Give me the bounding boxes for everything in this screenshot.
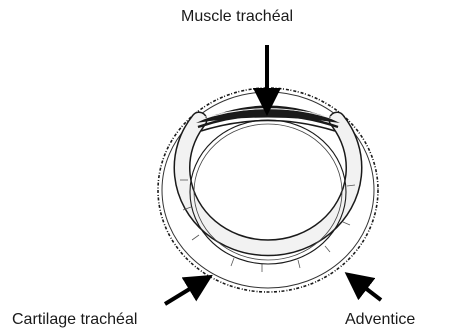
cartilage-label: Cartilage trachéal — [12, 311, 137, 329]
trachealis-muscle — [196, 106, 340, 132]
cartilage-arrow — [165, 279, 206, 304]
muscle-label: Muscle trachéal — [181, 8, 293, 26]
adventice-label: Adventice — [345, 311, 415, 329]
adventice-arrow — [351, 277, 381, 300]
cartilage-ring — [180, 120, 355, 272]
